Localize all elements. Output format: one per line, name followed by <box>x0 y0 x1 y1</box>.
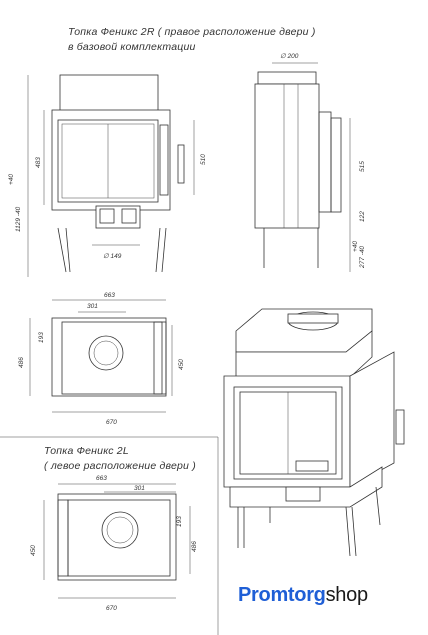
top-dim-450: 450 <box>178 359 185 370</box>
isometric-view <box>223 308 405 557</box>
front-dim-height-alt: +40 <box>8 174 15 185</box>
side-dim-277: 277 -40 <box>359 246 366 269</box>
side-dim-122: 122 <box>359 211 366 222</box>
left-dim-301: 301 <box>134 485 145 492</box>
top-dim-486: 486 <box>18 357 25 368</box>
left-title-line1: Топка Феникс 2L <box>44 445 129 457</box>
right-title-line2: в базовой комплектации <box>68 41 196 53</box>
side-dim-pipe: ∅ 200 <box>280 53 299 60</box>
top-view-right: 663 301 193 486 450 670 <box>18 292 185 426</box>
right-title-line1: Топка Феникс 2R ( правое расположение дв… <box>68 26 316 38</box>
front-dim-pipe: ∅ 149 <box>103 253 122 260</box>
left-dim-193: 193 <box>176 516 183 527</box>
left-dim-670: 670 <box>106 605 117 612</box>
front-dim-510: 510 <box>200 154 207 165</box>
side-view: ∅ 200 515 122 277 -40 +40 <box>254 53 366 272</box>
top-view-left: 663 301 193 486 450 670 <box>30 475 198 612</box>
side-dim-277-alt: +40 <box>352 241 359 252</box>
front-view: 1129 -40 +40 483 510 ∅ 149 <box>8 74 207 277</box>
left-dim-663: 663 <box>96 475 107 482</box>
logo-part2: shop <box>325 584 368 606</box>
top-dim-301: 301 <box>87 303 98 310</box>
logo-part1: Promtorg <box>238 584 326 606</box>
top-dim-193: 193 <box>38 332 45 343</box>
brand-logo: Promtorgshop <box>238 584 368 607</box>
left-dim-450: 450 <box>30 545 37 556</box>
top-dim-670: 670 <box>106 419 117 426</box>
front-dim-483: 483 <box>35 157 42 168</box>
left-dim-486: 486 <box>191 541 198 552</box>
top-dim-663: 663 <box>104 292 115 299</box>
left-title-line2: ( левое расположение двери ) <box>44 460 196 472</box>
front-dim-height: 1129 -40 <box>15 206 22 232</box>
side-dim-515: 515 <box>359 161 366 172</box>
